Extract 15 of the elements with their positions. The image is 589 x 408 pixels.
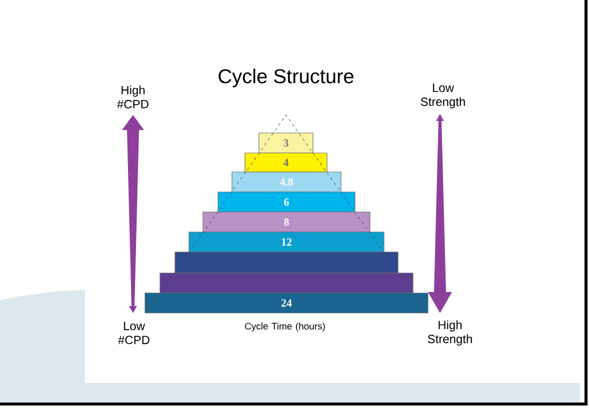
axis-label: Low Strength <box>420 84 465 108</box>
axis-label: High #CPD <box>117 86 148 108</box>
pyramid-tier: 4 <box>244 152 328 172</box>
pyramid-tier: 12 <box>188 232 384 252</box>
pyramid-tier: 4.8 <box>232 172 342 192</box>
pyramid-tier <box>174 252 398 274</box>
pyramid-tier: 6 <box>218 192 356 212</box>
title: Cycle Structure <box>218 68 354 88</box>
pyramid-tier: 3 <box>258 132 314 154</box>
pyramid-tier <box>160 272 414 294</box>
axis-label: Low #CPD <box>118 322 150 344</box>
pyramid-tier: 24 <box>144 292 428 314</box>
axis-label: High Strength <box>428 320 472 346</box>
axis-label: Cycle Time (hours) <box>245 322 325 332</box>
pyramid-tier: 8 <box>202 212 370 232</box>
